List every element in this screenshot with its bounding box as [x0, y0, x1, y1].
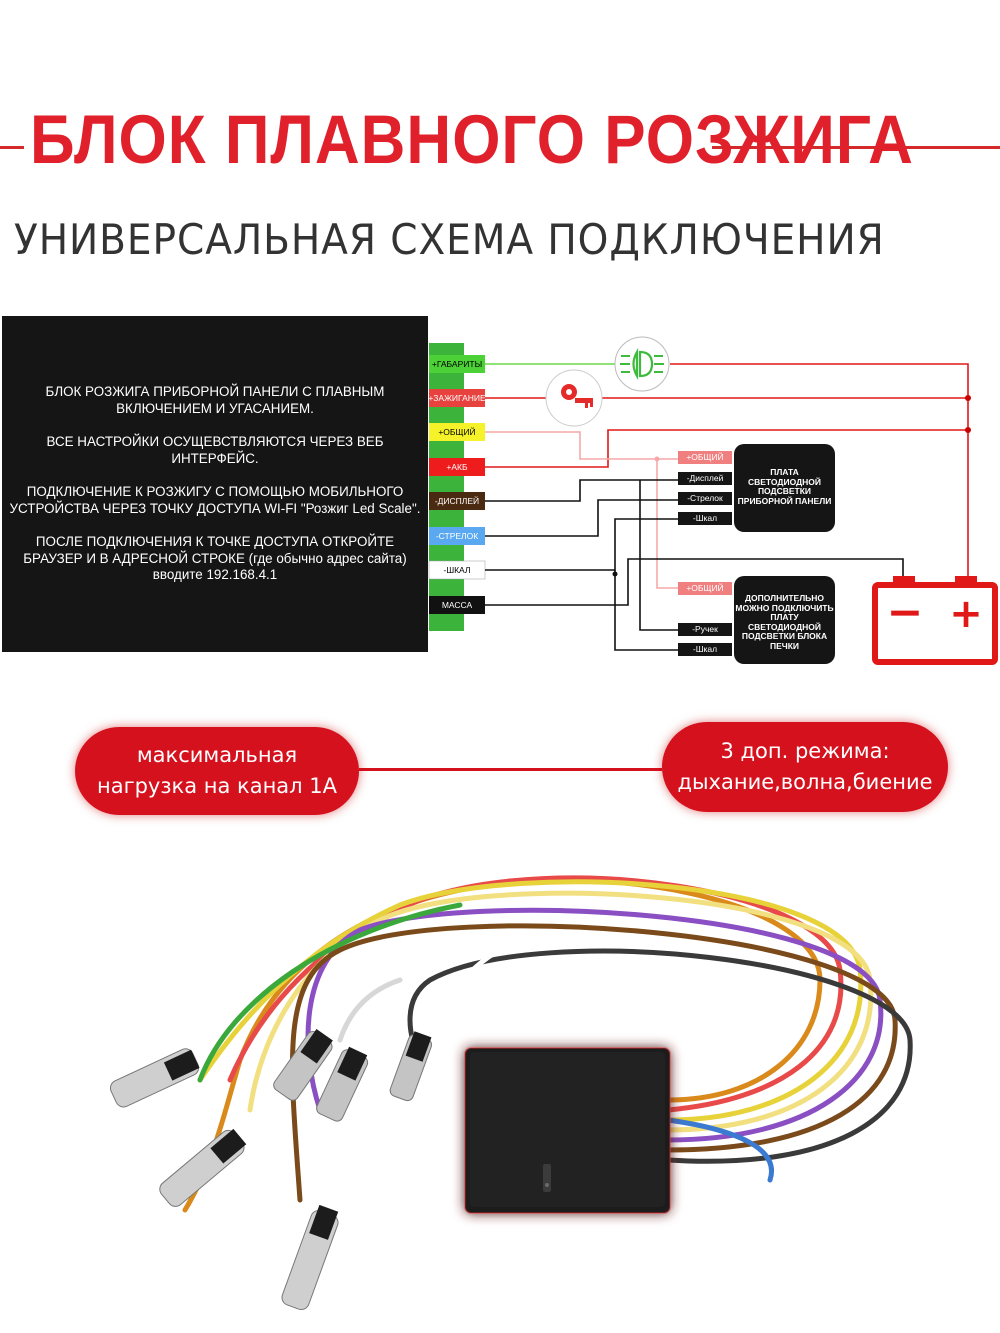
page-subtitle: УНИВЕРСАЛЬНАЯ СХЕМА ПОДКЛЮЧЕНИЯ — [14, 215, 885, 264]
pin-gabarity: +ГАБАРИТЫ — [429, 355, 485, 373]
info-paragraph: БЛОК РОЗЖИГА ПРИБОРНОЙ ПАНЕЛИ С ПЛАВНЫМ … — [45, 384, 385, 416]
parking-lights-icon — [614, 336, 670, 392]
board-pin — [678, 623, 732, 636]
pin-label: -ДИСПЛЕЙ — [435, 495, 479, 506]
wire-gabarity-bus — [670, 363, 969, 580]
board-pin — [678, 492, 732, 505]
junction-dots — [612, 395, 971, 577]
board-pin-label: -Дисплей — [687, 473, 724, 483]
board-pin — [678, 512, 732, 525]
board-pin-label: +ОБЩИЙ — [686, 582, 723, 593]
wire-akb — [485, 429, 968, 468]
title-rule-right — [712, 146, 1000, 149]
pin-massa: МАССА — [429, 596, 485, 614]
pin-label: +АКБ — [446, 462, 468, 472]
board-pin-label: -Шкал — [693, 513, 717, 523]
board-pin — [678, 582, 732, 595]
pin-zazhiganie: +ЗАЖИГАНИЕ — [428, 389, 486, 407]
pin-strelok: -СТРЕЛОК — [429, 527, 485, 545]
pin-displey: -ДИСПЛЕЙ — [429, 492, 485, 510]
wire-strelok — [485, 499, 678, 537]
wire-ruchek — [639, 480, 678, 631]
heater-led-board: +ОБЩИЙ -Ручек -Шкал ДОПОЛНИТЕЛЬНО МОЖНО … — [678, 576, 835, 664]
pin-akb: +АКБ — [429, 458, 485, 476]
max-load-line: максимальная — [136, 743, 298, 767]
board-body — [734, 576, 835, 664]
pin-label: +ОБЩИЙ — [438, 426, 475, 437]
modes-line: 3 доп. режима: — [720, 739, 890, 763]
modes-badge: 3 доп. режима: дыхание,волна,биение — [662, 722, 948, 812]
board-body — [734, 444, 835, 532]
product-photo — [109, 875, 913, 1311]
pin-label: -СТРЕЛОК — [436, 531, 478, 541]
pin-obshchiy: +ОБЩИЙ — [429, 423, 485, 441]
wire-displey — [485, 479, 678, 502]
info-paragraph: ВСЕ НАСТРОЙКИ ОСУЩЕВСТВЛЯЮТСЯ ЧЕРЕЗ ВЕБ … — [46, 434, 384, 466]
connector-strip — [429, 343, 464, 631]
info-paragraph: ПОСЛЕ ПОДКЛЮЧЕНИЯ К ТОЧКЕ ДОСТУПА ОТКРОЙ… — [23, 534, 407, 582]
battery-plus: + — [949, 591, 983, 637]
control-box — [464, 1047, 671, 1214]
dashboard-led-board: +ОБЩИЙ -Дисплей -Стрелок -Шкал ПЛАТА СВЕ… — [678, 444, 835, 532]
page-title: БЛОК ПЛАВНОГО РОЗЖИГА — [30, 102, 914, 179]
pin-label: МАССА — [442, 600, 473, 610]
wires — [485, 363, 969, 651]
board-pin — [678, 472, 732, 485]
board-pin — [678, 643, 732, 656]
wire-bundle — [182, 875, 913, 1213]
info-panel: БЛОК РОЗЖИГА ПРИБОРНОЙ ПАНЕЛИ С ПЛАВНЫМ … — [2, 316, 428, 652]
board-title: ПЛАТА СВЕТОДИОДНОЙ ПОДСВЕТКИ ПРИБОРНОЙ П… — [737, 468, 832, 506]
board-pin-label: -Ручек — [692, 624, 718, 634]
pin-shkal: -ШКАЛ — [428, 560, 486, 580]
wire-obshchiy — [485, 431, 678, 460]
max-load-line: нагрузка на канал 1А — [96, 774, 338, 798]
pin-label: +ЗАЖИГАНИЕ — [428, 393, 486, 403]
pin-label: -ШКАЛ — [443, 565, 470, 575]
wire-shkal — [485, 518, 678, 571]
battery-icon: − + — [872, 576, 998, 665]
ignition-key-icon — [545, 369, 603, 427]
wire-massa — [485, 558, 904, 606]
wire-obshchiy-heater — [656, 459, 678, 589]
battery-minus: − — [887, 587, 924, 638]
pill-connector-line — [359, 768, 662, 771]
board-pin-label: -Стрелок — [687, 493, 723, 503]
board-pin-label: +ОБЩИЙ — [686, 451, 723, 462]
pin-label: +ГАБАРИТЫ — [432, 359, 482, 369]
max-load-badge: максимальная нагрузка на канал 1А — [75, 727, 359, 815]
board-pin-label: -Шкал — [693, 644, 717, 654]
wiring-diagram: +ГАБАРИТЫ +ЗАЖИГАНИЕ +ОБЩИЙ +АКБ -ДИСПЛЕ… — [428, 336, 998, 665]
board-pin — [678, 451, 732, 464]
board-title: ДОПОЛНИТЕЛЬНО МОЖНО ПОДКЛЮЧИТЬ ПЛАТУ СВЕ… — [735, 594, 834, 651]
wire-shkal-heater — [614, 570, 678, 651]
wire-terminals — [109, 1029, 433, 1311]
modes-line: дыхание,волна,биение — [677, 770, 933, 794]
info-paragraph: ПОДКЛЮЧЕНИЕ К РОЗЖИГУ С ПОМОЩЬЮ МОБИЛЬНО… — [9, 484, 421, 516]
title-rule-left — [0, 146, 24, 149]
